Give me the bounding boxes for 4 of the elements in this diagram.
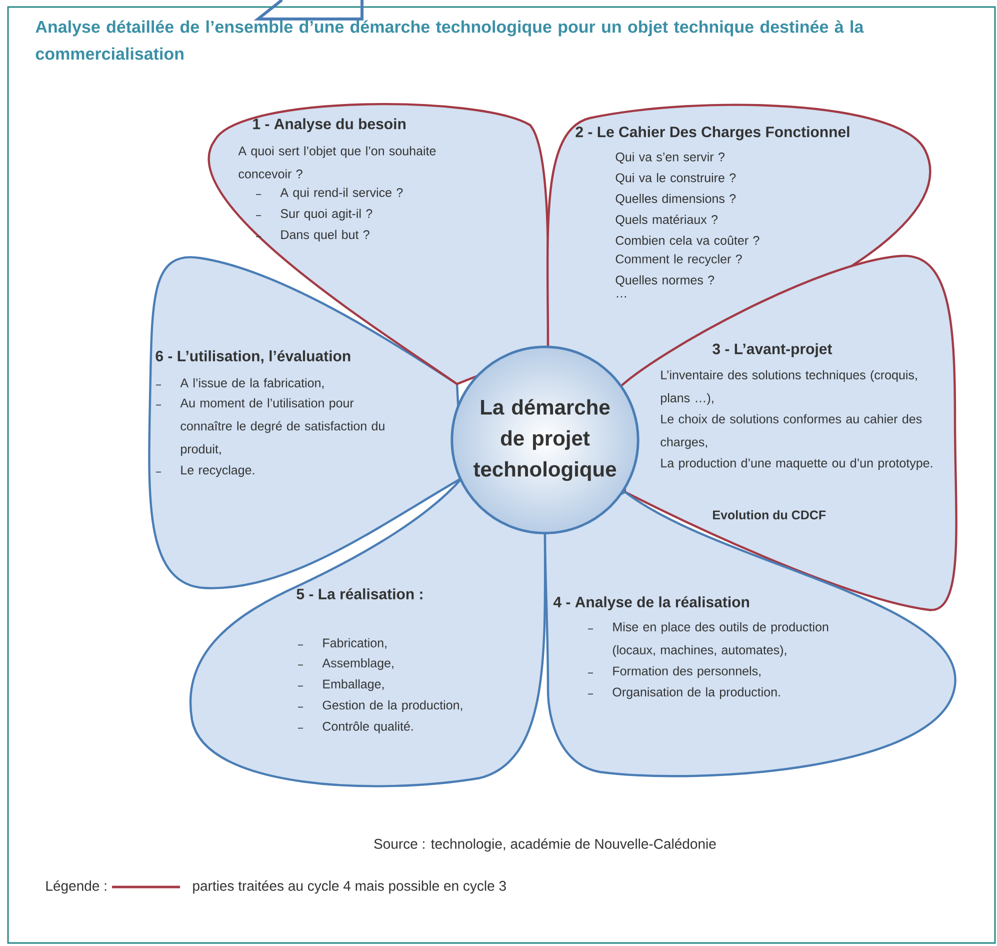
- legend-text: parties traitées au cycle 4 mais possible en cycle 3: [193, 880, 506, 894]
- legend-heading: Légende :: [46, 880, 106, 894]
- source-note: Source : technologie, académie de Nouvelle-Calédonie: [374, 838, 716, 852]
- title: Analyse détaillée de l’ensemble d’une démarche technologique pour un objet technique destinée à la commercialisation: [36, 20, 864, 60]
